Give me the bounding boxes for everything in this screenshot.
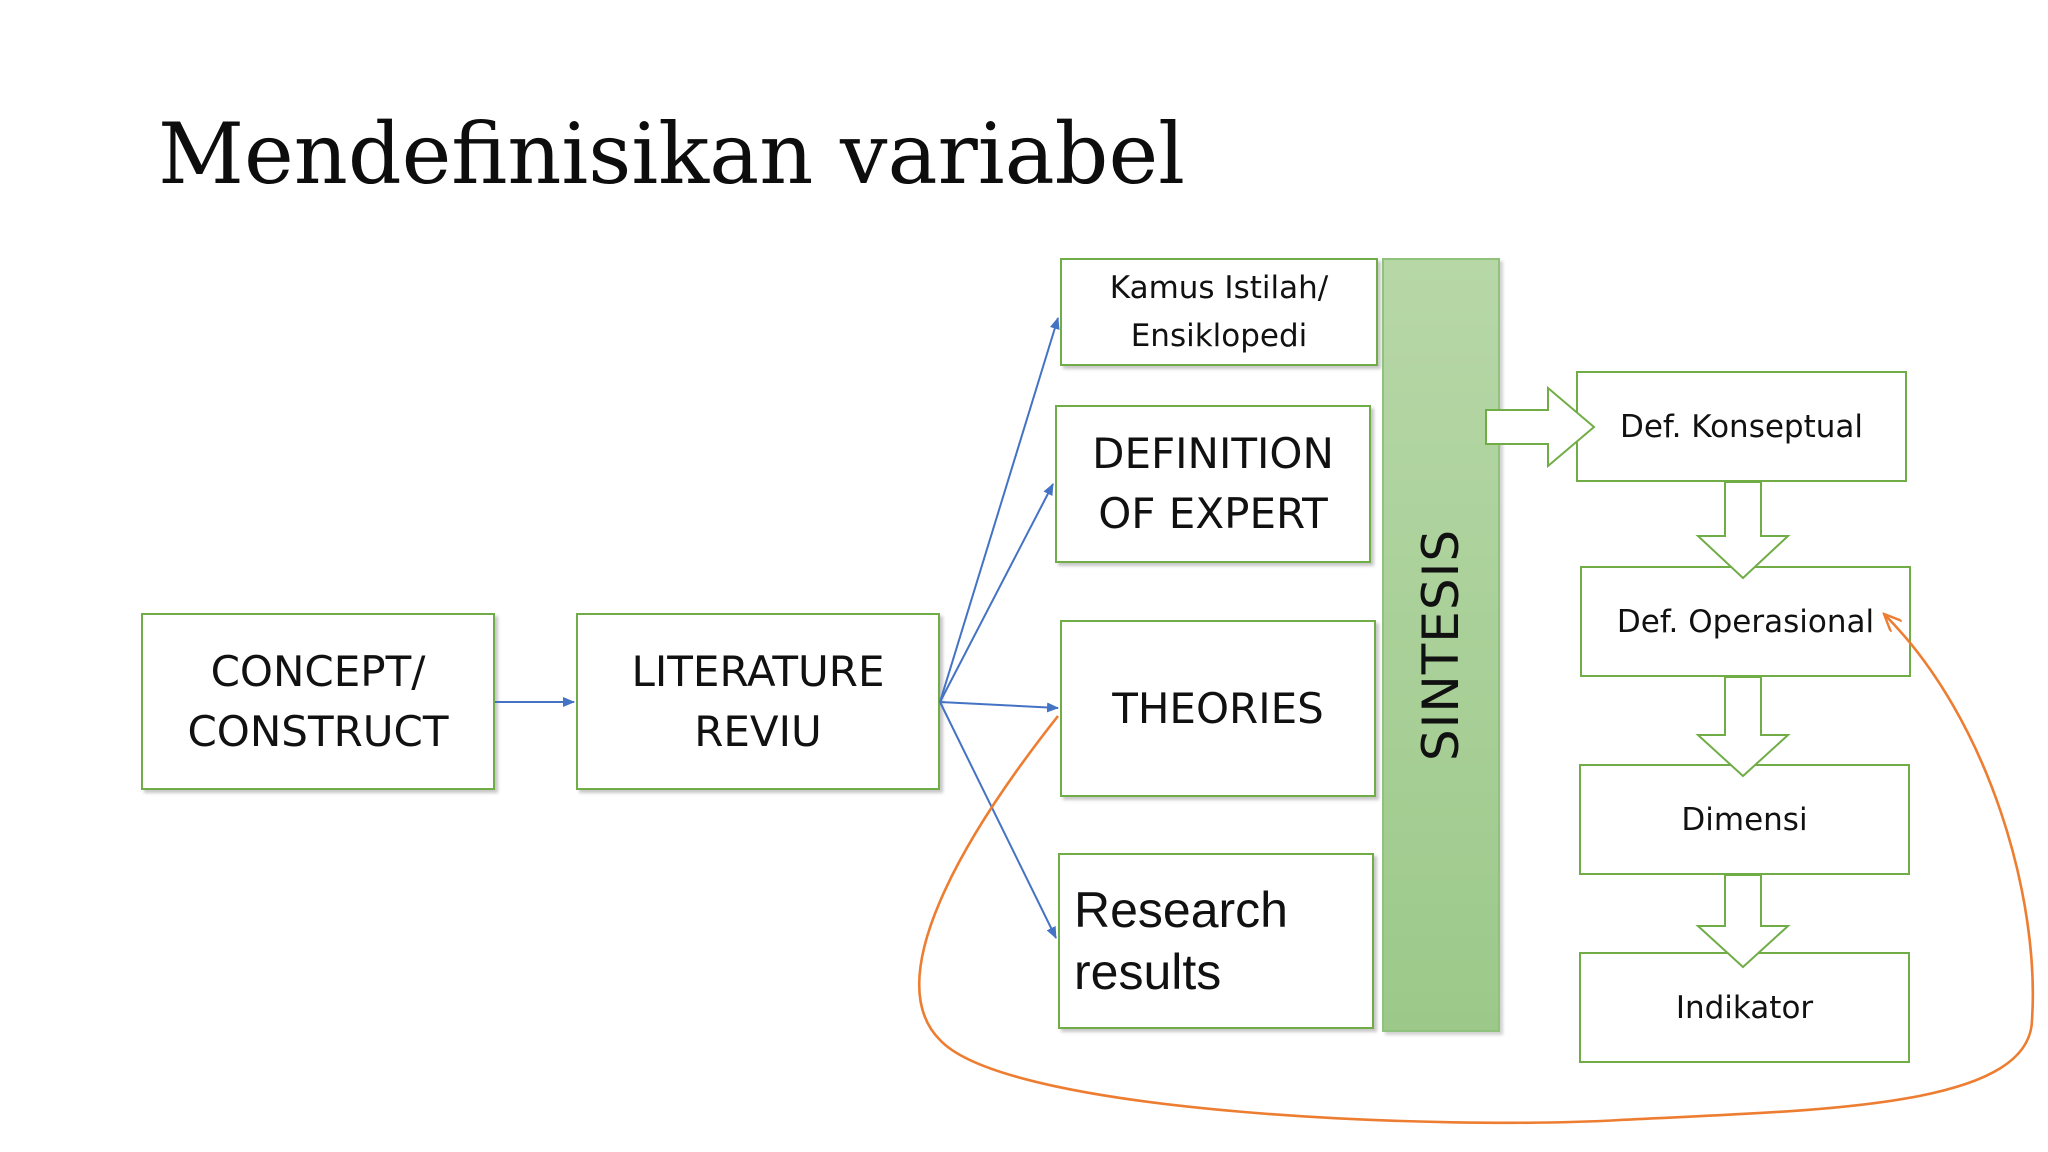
def-operasional-label: Def. Operasional	[1616, 603, 1875, 640]
slide-title: Mendefinisikan variabel	[158, 105, 1186, 203]
definition-of-expert-label: DEFINITION OF EXPERT	[1092, 429, 1334, 538]
literature-review-box[interactable]: LITERATURE REVIU	[576, 613, 940, 790]
research-results-box[interactable]: Research results	[1058, 853, 1374, 1029]
arrow-literature-to-theories	[939, 701, 1059, 713]
block-arrow-konseptual-to-operasional	[1695, 481, 1791, 580]
block-arrow-sintesis-to-konseptual	[1485, 385, 1596, 469]
dimensi-label: Dimensi	[1681, 801, 1808, 838]
literature-review-label: LITERATURE REVIU	[631, 646, 885, 756]
arrow-literature-to-research	[939, 701, 1057, 939]
theories-box[interactable]: THEORIES	[1060, 620, 1376, 797]
theories-label: THEORIES	[1112, 683, 1324, 733]
indikator-label: Indikator	[1675, 989, 1814, 1026]
block-arrow-operasional-to-dimensi	[1695, 676, 1791, 778]
kamus-istilah-label: Kamus Istilah/ Ensiklopedi	[1109, 270, 1329, 354]
dimensi-box[interactable]: Dimensi	[1579, 764, 1910, 875]
concept-construct-box[interactable]: CONCEPT/ CONSTRUCT	[141, 613, 495, 790]
feedback-curve-theories-to-operasional	[918, 614, 2035, 1125]
research-results-label: Research results	[1074, 882, 1288, 1000]
arrow-literature-to-expert	[939, 483, 1054, 703]
indikator-box[interactable]: Indikator	[1579, 952, 1910, 1063]
def-konseptual-label: Def. Konseptual	[1619, 408, 1864, 445]
kamus-istilah-box[interactable]: Kamus Istilah/ Ensiklopedi	[1060, 258, 1378, 366]
concept-construct-label: CONCEPT/ CONSTRUCT	[187, 646, 449, 756]
def-konseptual-box[interactable]: Def. Konseptual	[1576, 371, 1907, 482]
sintesis-bar: SINTESIS	[1382, 258, 1500, 1032]
arrow-literature-to-kamus	[939, 317, 1060, 703]
block-arrow-dimensi-to-indikator	[1695, 874, 1791, 969]
definition-of-expert-box[interactable]: DEFINITION OF EXPERT	[1055, 405, 1371, 563]
def-operasional-box[interactable]: Def. Operasional	[1580, 566, 1911, 677]
